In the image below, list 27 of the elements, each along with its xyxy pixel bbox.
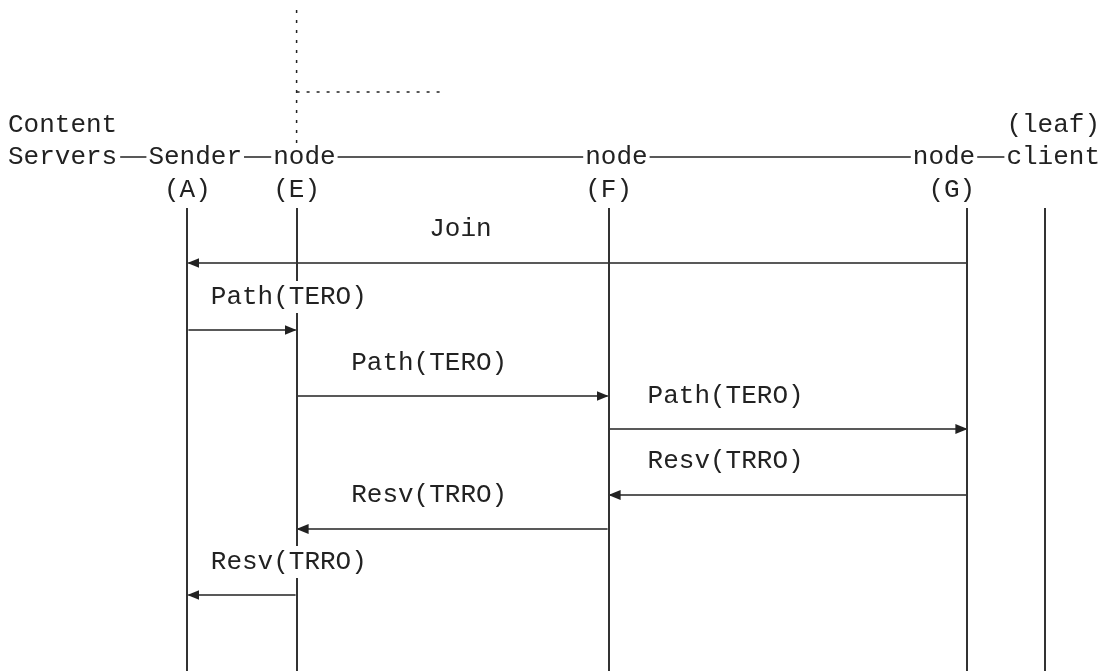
lifeline: [966, 208, 969, 671]
node-label: client: [1006, 141, 1100, 173]
connector-line: [119, 156, 148, 158]
node-tag: (F): [585, 174, 632, 206]
message-arrow: [608, 490, 968, 500]
message-arrow: [296, 391, 609, 401]
message-arrow: [187, 325, 297, 335]
lifeline: [1044, 208, 1047, 671]
node-label: Sender: [148, 141, 242, 173]
node-label: node: [585, 141, 648, 173]
node-label: node: [912, 141, 976, 173]
connector-line: [243, 156, 272, 158]
lifeline: [186, 208, 189, 671]
connector-line: [336, 156, 584, 158]
lifeline: [607, 208, 610, 671]
message-arrow: [608, 424, 968, 434]
connector-line: [976, 156, 1006, 158]
connector-line: [648, 156, 912, 158]
node-tag: (leaf): [1006, 109, 1100, 141]
message-arrow: [187, 258, 968, 268]
node-tag: (G): [928, 174, 976, 206]
message-arrow: [187, 590, 297, 600]
message-arrow: [296, 524, 609, 534]
node-tag: (A): [164, 174, 211, 206]
node-tag: (E): [273, 174, 320, 206]
node-label: Content Servers: [8, 109, 119, 173]
node-label: node: [273, 141, 336, 173]
